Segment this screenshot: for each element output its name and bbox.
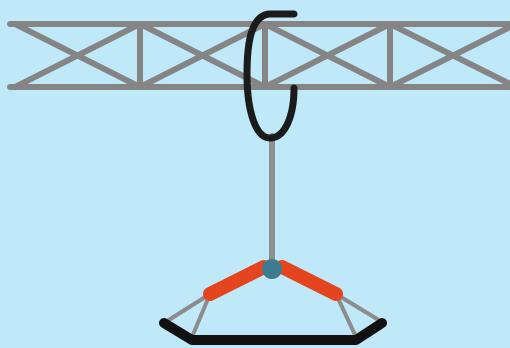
rope-left-upper xyxy=(162,292,212,325)
pivot-joint-icon[interactable] xyxy=(262,259,282,279)
truss-diagonal xyxy=(137,21,268,90)
rope-right-upper xyxy=(334,292,384,324)
swing-ropes xyxy=(162,292,384,339)
hook-loop-icon[interactable] xyxy=(243,10,298,142)
truss-diagonal xyxy=(387,24,510,90)
swing-seat-icon[interactable] xyxy=(159,318,387,345)
swing-arm-right[interactable] xyxy=(275,260,343,301)
truss-diagonal xyxy=(12,21,143,90)
truss-beam xyxy=(7,21,510,90)
rope-left-lower xyxy=(190,292,212,339)
swing-arm-left[interactable] xyxy=(203,260,271,301)
truss-diagonal xyxy=(262,21,393,90)
rope-right-lower xyxy=(334,292,358,339)
